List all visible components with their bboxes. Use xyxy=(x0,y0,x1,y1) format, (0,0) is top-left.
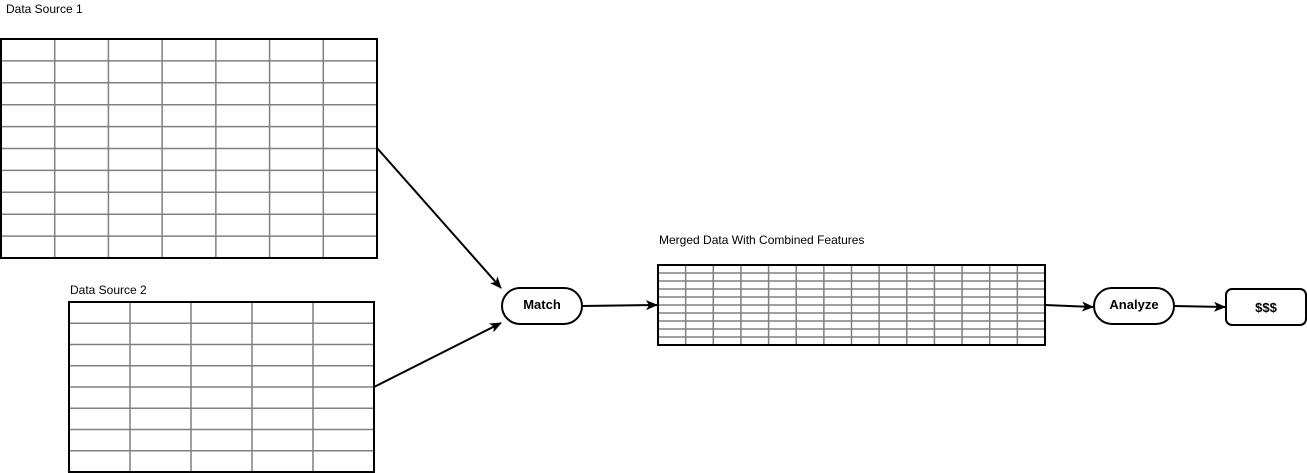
source1-table xyxy=(0,38,378,259)
analyze-node xyxy=(1093,287,1175,325)
result-node xyxy=(1225,288,1307,326)
match-node-label: Match xyxy=(523,297,561,312)
arrow-merged-to-analyze xyxy=(1044,301,1094,312)
merged-data-label: Merged Data With Combined Features xyxy=(659,233,865,247)
analyze-node-label: Analyze xyxy=(1109,297,1159,312)
match-node xyxy=(501,287,583,325)
data-source-1-label: Data Source 1 xyxy=(6,2,83,16)
arrow-source1-to-match xyxy=(376,147,502,289)
merged-table xyxy=(657,264,1046,346)
data-source-2-label: Data Source 2 xyxy=(70,283,147,297)
result-node-label: $$$ xyxy=(1255,300,1277,315)
source2-table xyxy=(68,301,375,473)
arrow-match-to-merged xyxy=(581,300,658,311)
arrow-source2-to-match xyxy=(373,322,502,388)
arrow-analyze-to-result xyxy=(1173,301,1226,312)
